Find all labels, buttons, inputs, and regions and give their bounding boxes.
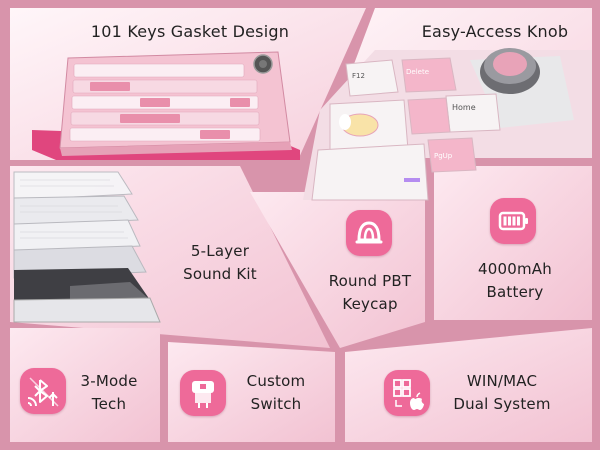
gasket-title: 101 Keys Gasket Design — [90, 22, 290, 41]
sound-line2: Sound Kit — [183, 265, 257, 283]
switch-icon — [180, 370, 226, 416]
wireless-bluetooth-usb-icon — [20, 368, 66, 414]
keycap-pgup: PgUp — [434, 152, 453, 160]
battery-label: 4000mAh Battery — [460, 258, 570, 304]
windows-apple-icon — [384, 370, 430, 416]
battery-icon — [490, 198, 536, 244]
os-line2: Dual System — [453, 395, 551, 413]
pbt-line2: Keycap — [342, 295, 398, 313]
mode-line1: 3-Mode — [80, 372, 138, 390]
keycap-delete: Delete — [406, 68, 429, 76]
switch-line2: Switch — [250, 395, 302, 413]
mode-label: 3-Mode Tech — [74, 370, 144, 416]
battery-line2: Battery — [486, 283, 544, 301]
battery-line1: 4000mAh — [478, 260, 552, 278]
sound-line1: 5-Layer — [190, 242, 250, 260]
keycap-home: Home — [452, 103, 476, 112]
sound-label: 5-Layer Sound Kit — [170, 240, 270, 286]
keycap-icon — [346, 210, 392, 256]
keycap-f12: F12 — [352, 72, 365, 80]
os-label: WIN/MAC Dual System — [442, 370, 562, 416]
panel-switch — [168, 342, 335, 442]
os-line1: WIN/MAC — [466, 372, 538, 390]
switch-line1: Custom — [246, 372, 306, 390]
mode-line2: Tech — [91, 395, 127, 413]
pbt-line1: Round PBT — [328, 272, 412, 290]
pbt-label: Round PBT Keycap — [310, 270, 430, 316]
knob-title: Easy-Access Knob — [421, 22, 569, 41]
switch-label: Custom Switch — [236, 370, 316, 416]
